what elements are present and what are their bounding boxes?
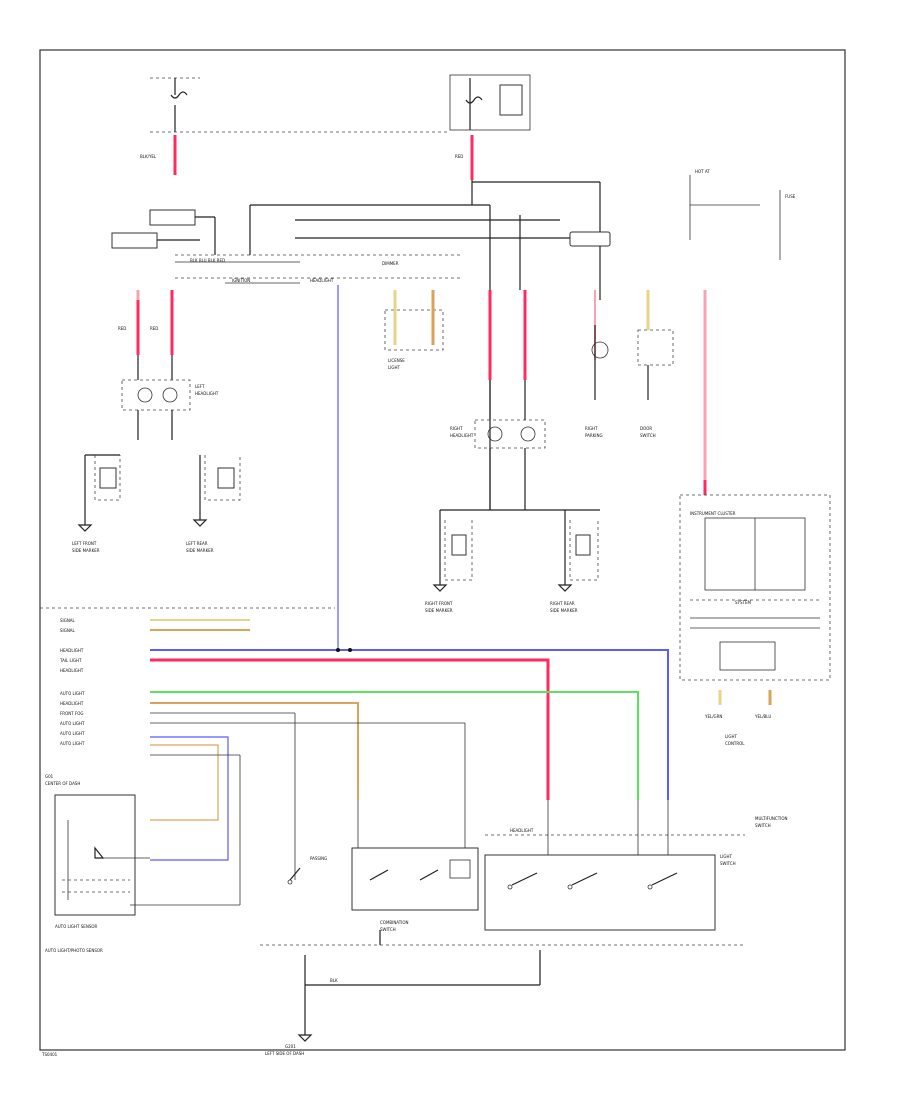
svg-text:LIGHT: LIGHT: [388, 365, 401, 370]
svg-text:PASSING: PASSING: [310, 856, 327, 861]
svg-text:LEFT REAR: LEFT REAR: [186, 541, 208, 546]
svg-text:HEADLIGHT: HEADLIGHT: [60, 648, 84, 653]
svg-text:CENTER OF DASH: CENTER OF DASH: [45, 781, 80, 786]
svg-text:BLK/YEL: BLK/YEL: [140, 154, 157, 159]
signal-wires: [150, 285, 669, 905]
svg-text:LIGHT: LIGHT: [725, 734, 738, 739]
svg-text:FRONT FOG: FRONT FOG: [60, 711, 83, 716]
svg-text:LEFT FRONT: LEFT FRONT: [72, 541, 97, 546]
svg-text:RIGHT: RIGHT: [585, 426, 598, 431]
svg-text:RIGHT FRONT: RIGHT FRONT: [425, 601, 453, 606]
left-signal-panel: SIGNAL SIGNAL HEADLIGHT TAIL LIGHT HEADL…: [40, 607, 335, 746]
svg-text:HEADLIGHT: HEADLIGHT: [195, 391, 219, 396]
svg-text:SIGNAL: SIGNAL: [60, 618, 76, 623]
svg-text:RIGHT: RIGHT: [450, 426, 463, 431]
svg-text:YEL/GRN: YEL/GRN: [704, 714, 722, 719]
svg-text:AUTO LIGHT SENSOR: AUTO LIGHT SENSOR: [55, 924, 98, 929]
svg-text:IGNITION: IGNITION: [232, 278, 250, 283]
svg-text:DIMMER: DIMMER: [382, 261, 399, 266]
svg-text:HEADLIGHT: HEADLIGHT: [510, 828, 534, 833]
auto-light-sensor: G01 CENTER OF DASH AUTO LIGHT SENSOR AUT…: [45, 774, 240, 953]
svg-text:SIGNAL: SIGNAL: [60, 628, 76, 633]
svg-text:LIGHT: LIGHT: [720, 854, 733, 859]
switch-section: PASSING COMBINATION SWITCH LIGHT SWITCH …: [260, 800, 787, 1056]
svg-text:COMBINATION: COMBINATION: [380, 920, 409, 925]
center-tail-lights: LICENSE LIGHT RIGHT HEADLIGHT RIGHT FRON…: [384, 290, 600, 613]
svg-text:LEFT: LEFT: [195, 384, 205, 389]
svg-text:SIDE MARKER: SIDE MARKER: [550, 608, 578, 613]
svg-text:MULTIFUNCTION: MULTIFUNCTION: [755, 816, 787, 821]
svg-text:AUTO LIGHT: AUTO LIGHT: [60, 731, 85, 736]
svg-text:FUSE: FUSE: [785, 194, 796, 199]
diagram-frame: [39, 49, 846, 1051]
svg-text:INSTRUMENT CLUSTER: INSTRUMENT CLUSTER: [690, 511, 736, 516]
svg-text:RED: RED: [150, 326, 158, 331]
svg-text:SWITCH: SWITCH: [640, 433, 656, 438]
svg-text:G01: G01: [45, 774, 54, 779]
svg-text:LEFT SIDE OF DASH: LEFT SIDE OF DASH: [265, 1051, 304, 1056]
left-headlight-circuit: LEFT HEADLIGHT RED RED: [118, 290, 219, 440]
svg-text:RED: RED: [455, 154, 463, 159]
svg-text:PARKING: PARKING: [585, 433, 603, 438]
right-components: RIGHT PARKING DOOR SWITCH SYSTEM INSTRUM…: [585, 290, 831, 746]
svg-text:HOT AT: HOT AT: [695, 169, 710, 174]
left-side-markers: LEFT FRONT SIDE MARKER LEFT REAR SIDE MA…: [72, 454, 241, 553]
svg-text:AUTO LIGHT: AUTO LIGHT: [60, 721, 85, 726]
svg-text:RIGHT REAR: RIGHT REAR: [550, 601, 575, 606]
svg-text:AUTO LIGHT: AUTO LIGHT: [60, 741, 85, 746]
svg-text:HEADLIGHT: HEADLIGHT: [60, 701, 84, 706]
relay-bus: BLK BLU BLK RED IGNITION HEADLIGHT DIMME…: [111, 180, 611, 510]
svg-text:SIDE MARKER: SIDE MARKER: [72, 548, 100, 553]
svg-text:SIDE MARKER: SIDE MARKER: [186, 548, 214, 553]
svg-text:DOOR: DOOR: [640, 426, 652, 431]
svg-text:YEL/BLU: YEL/BLU: [754, 714, 771, 719]
svg-text:CONTROL: CONTROL: [725, 741, 745, 746]
svg-text:SYSTEM: SYSTEM: [735, 600, 751, 605]
svg-text:SWITCH: SWITCH: [720, 861, 736, 866]
svg-text:HEADLIGHT: HEADLIGHT: [60, 668, 84, 673]
svg-text:BLK BLU BLK RED: BLK BLU BLK RED: [190, 258, 225, 263]
footer-code: TS0401: [41, 1052, 58, 1057]
svg-text:SIDE MARKER: SIDE MARKER: [425, 608, 453, 613]
svg-text:G201: G201: [285, 1044, 296, 1049]
svg-text:BLK: BLK: [330, 978, 338, 983]
svg-text:SWITCH: SWITCH: [755, 823, 771, 828]
top-fuse-area: BLK/YEL RED HOT AT FUSE: [140, 74, 796, 260]
svg-text:HEADLIGHT: HEADLIGHT: [450, 433, 474, 438]
svg-text:LICENSE: LICENSE: [388, 358, 405, 363]
svg-text:AUTO LIGHT: AUTO LIGHT: [60, 691, 85, 696]
svg-text:RED: RED: [118, 326, 126, 331]
svg-text:TAIL LIGHT: TAIL LIGHT: [59, 658, 82, 663]
svg-text:AUTO LIGHT/PHOTO SENSOR: AUTO LIGHT/PHOTO SENSOR: [45, 948, 103, 953]
svg-text:HEADLIGHT: HEADLIGHT: [310, 278, 334, 283]
svg-text:SWITCH: SWITCH: [380, 927, 396, 932]
